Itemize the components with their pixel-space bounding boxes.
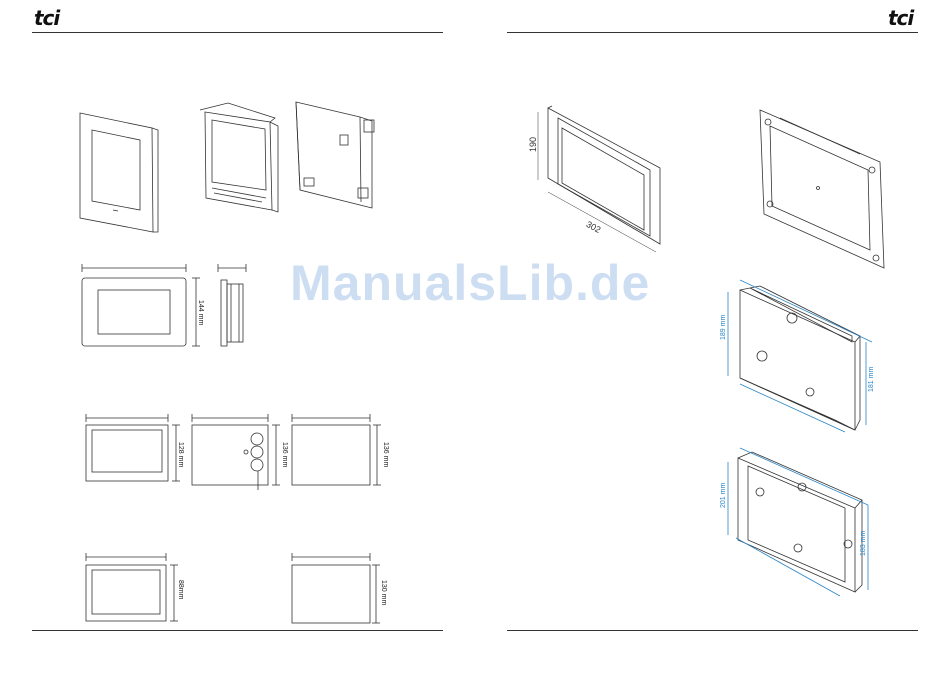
dim-181-label: 181 mm xyxy=(868,367,875,392)
dim-189-label: 189 mm xyxy=(720,315,727,340)
mounting-plate-drawing xyxy=(760,110,884,268)
watermark-text: ManualsLib.de xyxy=(290,254,650,312)
backbox-view-130 xyxy=(292,553,380,623)
front-view-128 xyxy=(86,414,180,481)
frame-perspective-drawing xyxy=(80,113,158,232)
dim-190-label: 190 xyxy=(528,137,538,152)
front-view-88 xyxy=(86,553,178,621)
dim-136b-label: 136 mm xyxy=(382,442,389,467)
dim-144-label: 144 mm xyxy=(197,300,204,325)
dim-128-label: 128 mm xyxy=(177,442,184,467)
dim-183-label: 183 mm xyxy=(860,531,867,556)
backbox-view-136b xyxy=(292,414,381,485)
backbox-view-136a xyxy=(192,414,280,490)
panel-perspective-drawing xyxy=(200,103,278,212)
backbox-189-drawing xyxy=(728,280,872,432)
side-view-144 xyxy=(218,264,246,346)
front-view-144 xyxy=(82,264,200,346)
dim-88-label: 88mm xyxy=(177,580,184,599)
dim-130-label: 130 mm xyxy=(380,580,387,605)
backbox-perspective-drawing xyxy=(296,102,374,208)
dim-201-label: 201 mm xyxy=(720,483,727,508)
dim-136a-label: 136 mm xyxy=(281,442,288,467)
backbox-201-drawing xyxy=(728,448,868,596)
